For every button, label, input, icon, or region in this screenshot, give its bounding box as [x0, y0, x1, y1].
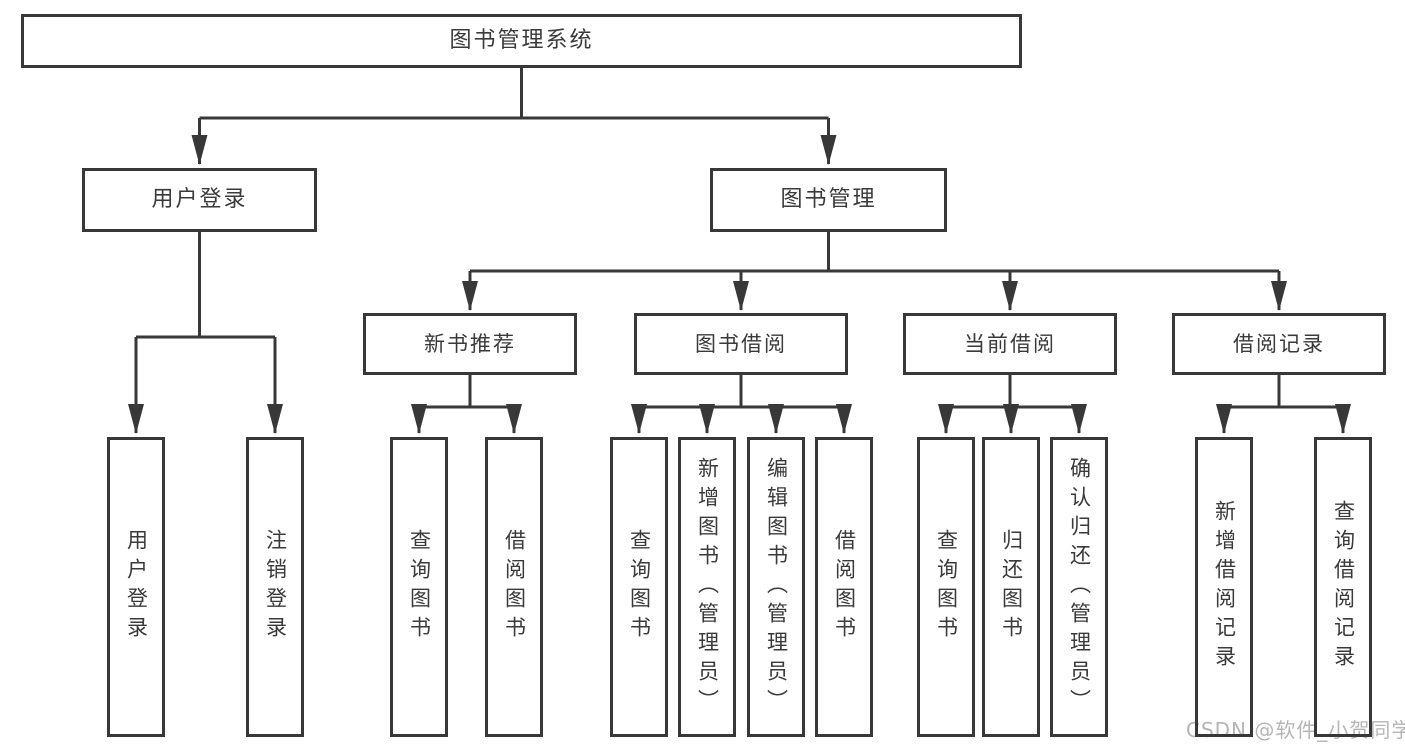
node-current-borrowing-label: 当前借阅	[964, 331, 1056, 356]
node-borrowing-records-label: 借阅记录	[1233, 331, 1325, 356]
leaf-borrow-books-2-label: 借阅图书	[832, 529, 857, 645]
leaf-add-books-admin-label: 新增图书（管理员）	[695, 456, 720, 718]
node-borrowing-records: 借阅记录	[1172, 313, 1386, 375]
node-user-login: 用户登录	[82, 168, 317, 232]
node-new-book-recommend-label: 新书推荐	[424, 331, 516, 356]
leaf-query-books-3: 查询图书	[917, 437, 975, 737]
leaf-edit-books-admin-label: 编辑图书（管理员）	[764, 456, 789, 718]
node-book-borrowing-label: 图书借阅	[695, 331, 787, 356]
node-book-management-label: 图书管理	[780, 187, 877, 212]
node-book-borrowing: 图书借阅	[634, 313, 848, 375]
leaf-return-books-label: 归还图书	[999, 529, 1024, 645]
leaf-query-books-1-label: 查询图书	[407, 529, 432, 645]
node-current-borrowing: 当前借阅	[903, 313, 1117, 375]
leaf-query-borrow-record-label: 查询借阅记录	[1331, 500, 1356, 674]
leaf-query-borrow-record: 查询借阅记录	[1314, 437, 1372, 737]
leaf-borrow-books-1: 借阅图书	[485, 437, 543, 737]
leaf-logout: 注销登录	[246, 437, 304, 737]
node-book-management: 图书管理	[710, 168, 947, 232]
leaf-confirm-return-admin-label: 确认归还（管理员）	[1067, 456, 1092, 718]
node-new-book-recommend: 新书推荐	[363, 313, 577, 375]
leaf-query-books-3-label: 查询图书	[934, 529, 959, 645]
leaf-logout-label: 注销登录	[263, 529, 288, 645]
leaf-query-books-2-label: 查询图书	[627, 529, 652, 645]
leaf-add-books-admin: 新增图书（管理员）	[678, 437, 736, 737]
leaf-return-books: 归还图书	[982, 437, 1040, 737]
node-user-login-label: 用户登录	[151, 187, 248, 212]
leaf-query-books-2: 查询图书	[610, 437, 668, 737]
leaf-borrow-books-2: 借阅图书	[815, 437, 873, 737]
csdn-watermark: CSDN @软件_小贺同学	[1186, 718, 1405, 742]
leaf-add-borrow-record-label: 新增借阅记录	[1212, 500, 1237, 674]
leaf-user-login-label: 用户登录	[124, 529, 149, 645]
leaf-edit-books-admin: 编辑图书（管理员）	[747, 437, 805, 737]
leaf-user-login: 用户登录	[107, 437, 165, 737]
leaf-borrow-books-1-label: 借阅图书	[502, 529, 527, 645]
node-root-label: 图书管理系统	[449, 28, 594, 53]
leaf-confirm-return-admin: 确认归还（管理员）	[1050, 437, 1108, 737]
leaf-query-books-1: 查询图书	[390, 437, 448, 737]
node-root: 图书管理系统	[21, 14, 1022, 68]
leaf-add-borrow-record: 新增借阅记录	[1195, 437, 1253, 737]
